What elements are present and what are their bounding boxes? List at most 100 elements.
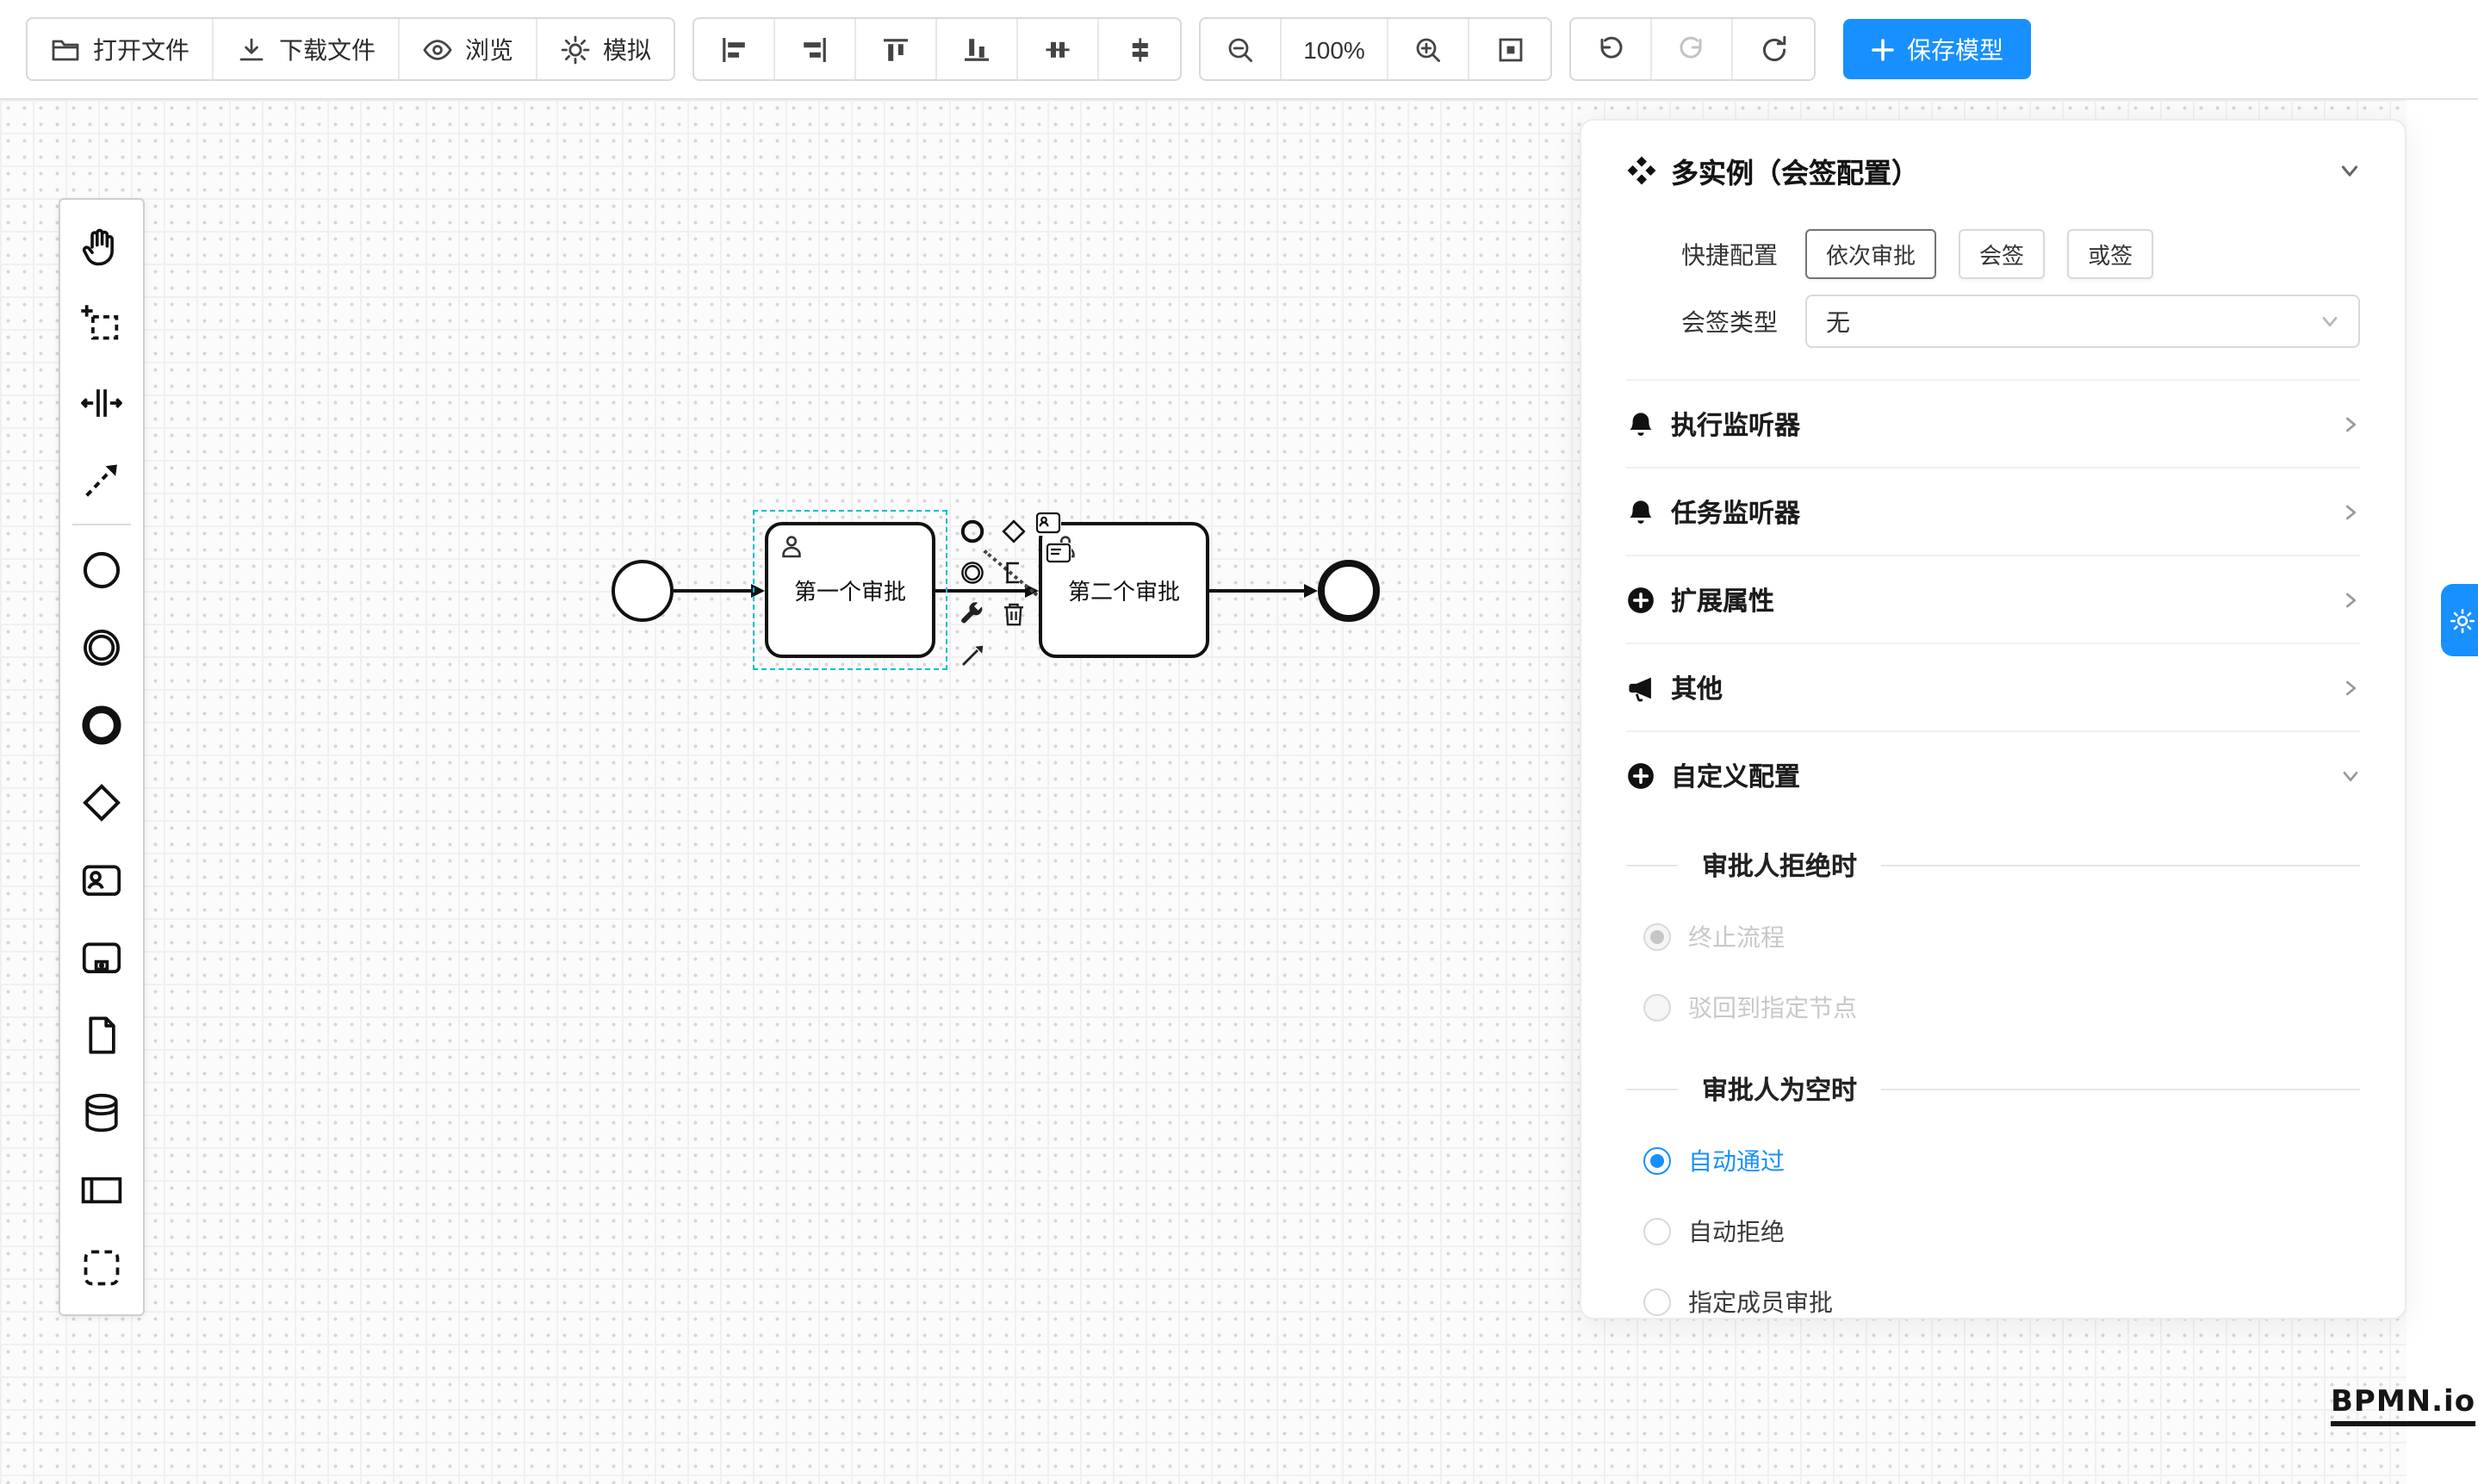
download-file-label: 下载文件	[279, 35, 376, 63]
chevron-down-icon	[2320, 312, 2339, 331]
simulate-label: 模拟	[603, 35, 651, 63]
context-pad-spacer	[999, 641, 1028, 670]
append-intermediate-event-icon[interactable]	[958, 558, 987, 587]
sign-type-select[interactable]: 无	[1805, 295, 2360, 348]
settings-tab[interactable]	[2440, 584, 2478, 656]
lasso-tool[interactable]	[60, 286, 143, 363]
chevron-down-icon	[2339, 160, 2360, 181]
task-second-approval-label: 第二个审批	[1067, 579, 1180, 605]
trash-icon[interactable]	[999, 599, 1028, 629]
hand-tool[interactable]	[60, 208, 143, 286]
preview-button[interactable]: 浏览	[400, 19, 537, 79]
chevron-right-icon	[2341, 414, 2360, 433]
create-intermediate-event[interactable]	[60, 608, 143, 686]
radio-auto-pass[interactable]: 自动通过	[1626, 1125, 2360, 1195]
redo-button[interactable]	[1652, 19, 1733, 79]
download-file-button[interactable]: 下载文件	[214, 19, 400, 79]
section-extended-properties[interactable]: 扩展属性	[1626, 555, 2360, 643]
section-custom-config[interactable]: 自定义配置	[1626, 730, 2360, 818]
intermediate-event-icon	[79, 624, 124, 669]
create-end-event[interactable]	[60, 686, 143, 763]
create-group[interactable]	[60, 1228, 143, 1306]
sequence-flow-3[interactable]	[1209, 583, 1318, 597]
simulate-icon	[560, 34, 591, 65]
quick-config-sequential-button[interactable]: 依次审批	[1805, 229, 1937, 279]
connect-icon[interactable]	[958, 641, 987, 670]
properties-panel: 多实例（会签配置） 快捷配置 依次审批 会签 或签 会签类型 无 执行监听	[1580, 119, 2407, 1319]
task-first-approval[interactable]: 第一个审批	[765, 522, 935, 658]
section-label: 自定义配置	[1671, 762, 1801, 792]
append-screen-task-icon[interactable]	[1046, 543, 1071, 565]
plus-circle-icon	[1626, 761, 1655, 790]
section-execution-listener[interactable]: 执行监听器	[1626, 379, 2360, 467]
toolbar: 打开文件 下载文件 浏览 模拟	[0, 0, 2478, 100]
reset-icon	[1758, 34, 1789, 65]
create-user-task[interactable]	[60, 841, 143, 918]
bell-icon	[1626, 409, 1655, 438]
data-object-icon	[79, 1012, 124, 1057]
chevron-down-icon	[2341, 766, 2360, 785]
zoom-level: 100%	[1282, 19, 1388, 79]
lasso-tool-icon	[79, 302, 124, 347]
radio-terminate-process[interactable]: 终止流程	[1626, 901, 2360, 972]
create-data-object[interactable]	[60, 996, 143, 1073]
fit-viewport-button[interactable]	[1469, 19, 1550, 79]
align-right-button[interactable]	[775, 19, 856, 79]
start-event-shape[interactable]	[612, 560, 674, 622]
create-data-store[interactable]	[60, 1073, 143, 1151]
space-tool[interactable]	[60, 363, 143, 441]
undo-button[interactable]	[1571, 19, 1652, 79]
radio-auto-reject[interactable]: 自动拒绝	[1626, 1195, 2360, 1266]
bpmn-io-logo[interactable]: BPMN.io	[2331, 1385, 2476, 1426]
section-other[interactable]: 其他	[1626, 643, 2360, 730]
hand-tool-icon	[79, 225, 124, 270]
global-connect-tool[interactable]	[60, 441, 143, 518]
append-end-event-icon[interactable]	[958, 517, 987, 546]
create-participant[interactable]	[60, 1151, 143, 1228]
user-task-person-icon	[777, 532, 806, 562]
sequence-flow-2[interactable]	[935, 583, 1039, 597]
create-start-event[interactable]	[60, 531, 143, 608]
reset-button[interactable]	[1733, 19, 1814, 79]
divider-line	[1626, 1088, 1678, 1090]
chevron-right-icon	[2341, 678, 2360, 697]
create-subprocess[interactable]	[60, 918, 143, 996]
section-task-listener[interactable]: 任务监听器	[1626, 467, 2360, 555]
radio-selected-icon	[1643, 1146, 1671, 1174]
create-gateway[interactable]	[60, 763, 143, 841]
user-task-icon	[79, 857, 124, 902]
distribute-horizontal-icon	[1042, 34, 1073, 65]
end-event-shape[interactable]	[1318, 560, 1380, 622]
align-top-icon	[880, 34, 911, 65]
data-store-icon	[79, 1090, 124, 1134]
open-file-button[interactable]: 打开文件	[28, 19, 214, 79]
quick-config-orsign-button[interactable]: 或签	[2067, 229, 2154, 279]
radio-assign-member[interactable]: 指定成员审批	[1626, 1266, 2360, 1318]
zoom-in-button[interactable]	[1388, 19, 1469, 79]
quick-config-countersign-button[interactable]: 会签	[1959, 229, 2046, 279]
save-model-button[interactable]: 保存模型	[1843, 19, 2031, 79]
simulate-button[interactable]: 模拟	[537, 19, 674, 79]
sequence-flow-1[interactable]	[674, 583, 765, 597]
gear-icon	[2449, 607, 2475, 633]
text-annotation-icon[interactable]	[999, 558, 1028, 587]
radio-return-to-node[interactable]: 驳回到指定节点	[1626, 972, 2360, 1042]
align-top-button[interactable]	[856, 19, 937, 79]
append-gateway-icon[interactable]	[999, 517, 1028, 546]
sign-type-row: 会签类型 无	[1626, 295, 2360, 348]
distribute-vertical-button[interactable]	[1099, 19, 1180, 79]
distribute-horizontal-button[interactable]	[1018, 19, 1099, 79]
reject-title-text: 审批人拒绝时	[1702, 852, 1858, 881]
align-left-icon	[718, 34, 749, 65]
end-event-icon	[79, 702, 124, 747]
history-toolbar-group	[1569, 17, 1816, 81]
empty-title-text: 审批人为空时	[1702, 1076, 1858, 1105]
align-left-button[interactable]	[694, 19, 775, 79]
align-bottom-button[interactable]	[937, 19, 1018, 79]
append-user-task-icon[interactable]	[1035, 512, 1061, 536]
wrench-icon[interactable]	[958, 599, 987, 629]
panel-header[interactable]: 多实例（会签配置）	[1626, 127, 2360, 214]
zoom-out-button[interactable]	[1201, 19, 1282, 79]
selection-outline	[753, 510, 947, 670]
start-event-icon	[79, 547, 124, 592]
